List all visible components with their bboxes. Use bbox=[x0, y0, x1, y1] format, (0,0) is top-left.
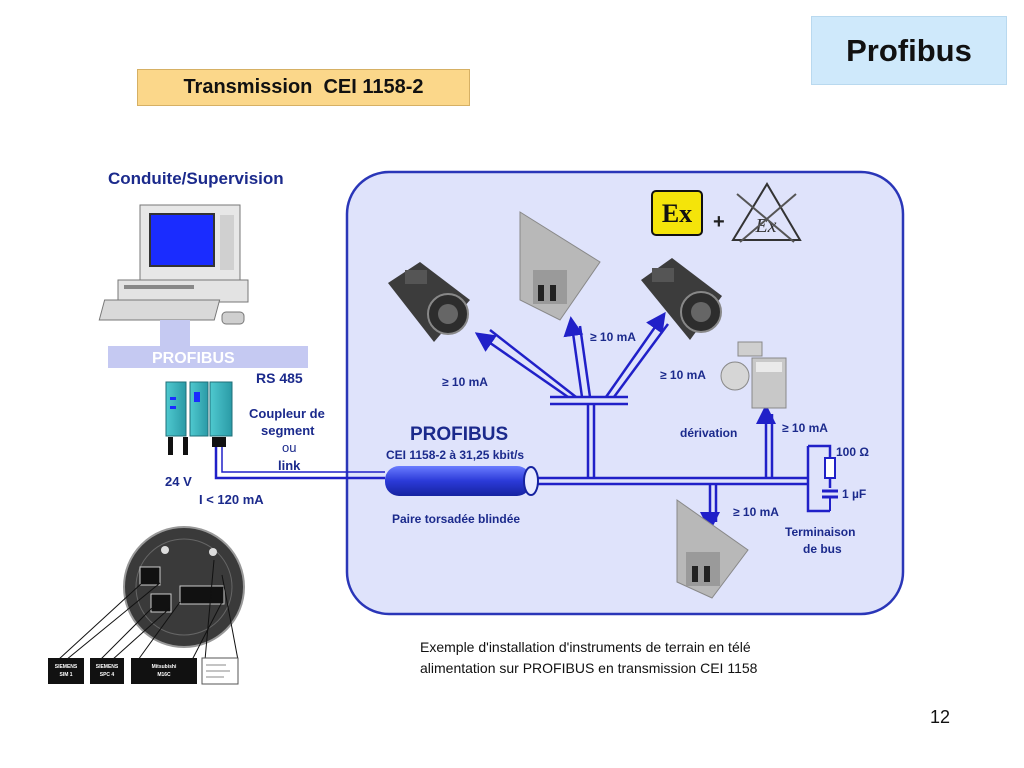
transmitter-icon-top bbox=[519, 211, 601, 321]
coupler-label-line3: ou bbox=[282, 440, 296, 455]
chip-analog-stage-markings bbox=[206, 664, 230, 678]
current-label-1: ≥ 10 mA bbox=[442, 375, 488, 389]
shielded-cable-icon bbox=[385, 466, 539, 496]
ex-symbol-text: Ex bbox=[662, 199, 692, 228]
bus-name-label: PROFIBUS bbox=[410, 424, 508, 445]
termination-label-line2: de bus bbox=[803, 542, 842, 556]
current-label-3: ≥ 10 mA bbox=[660, 368, 706, 382]
chip-spc4-line2: SPC 4 bbox=[100, 672, 115, 678]
chip-leader-lines bbox=[57, 559, 239, 661]
ex-symbol-icon: Ex bbox=[651, 190, 703, 236]
current-limit-label: I < 120 mA bbox=[199, 492, 264, 507]
termination-label-line1: Terminaison bbox=[785, 525, 855, 539]
segment-coupler-icon bbox=[165, 381, 233, 455]
chip-sim1: SIEMENS SIM 1 bbox=[48, 658, 84, 684]
page-number: 12 bbox=[930, 707, 951, 727]
chip-sim1-line1: SIEMENS bbox=[55, 664, 78, 670]
voltage-label: 24 V bbox=[165, 474, 192, 489]
chip-spc4: SIEMENS SPC 4 bbox=[90, 658, 124, 684]
profibus-band bbox=[108, 346, 308, 368]
resistor-icon bbox=[824, 457, 836, 479]
figure-caption: Exemple d'installation d'instruments de … bbox=[420, 639, 758, 676]
current-label-4: ≥ 10 mA bbox=[782, 421, 828, 435]
field-zone bbox=[345, 170, 905, 616]
capacitor-label: 1 µF bbox=[842, 487, 866, 501]
crossed-ex-icon: Ex bbox=[731, 182, 802, 243]
plus-sign: + bbox=[713, 211, 725, 233]
coupler-label-line1: Coupleur de bbox=[249, 406, 325, 421]
chip-spc4-line1: SIEMENS bbox=[96, 664, 119, 670]
resistor-label: 100 Ω bbox=[836, 445, 869, 459]
chip-m16c-line1: Mitsubishi bbox=[152, 664, 177, 670]
profibus-band-label: PROFIBUS bbox=[152, 350, 235, 367]
computer-icon bbox=[98, 204, 249, 325]
slide-title: Profibus bbox=[811, 16, 1007, 85]
current-label-2: ≥ 10 mA bbox=[590, 330, 636, 344]
chip-m16c: Mitsubishi M16C bbox=[131, 658, 197, 684]
transmitter-icon-bottom bbox=[676, 499, 749, 599]
rs485-label: RS 485 bbox=[256, 370, 303, 386]
cable-label: Paire torsadée blindée bbox=[392, 512, 520, 526]
valve-actuator-icon-left bbox=[388, 262, 470, 342]
interface-board-icon bbox=[123, 526, 245, 648]
supervision-label: Conduite/Supervision bbox=[108, 169, 284, 188]
derivation-label: dérivation bbox=[680, 426, 737, 440]
bus-spec-label: CEI 1158-2 à 31,25 kbit/s bbox=[386, 448, 524, 462]
slide-subtitle: Transmission CEI 1158-2 bbox=[137, 69, 470, 106]
bus-lines bbox=[214, 311, 832, 532]
svg-text:Ex: Ex bbox=[754, 215, 776, 237]
chip-m16c-line2: M16C bbox=[157, 672, 171, 678]
valve-actuator-icon-right bbox=[641, 258, 722, 340]
chip-sim1-line2: SIM 1 bbox=[59, 672, 72, 678]
coupler-label-line4: link bbox=[278, 458, 301, 473]
coupler-label-line2: segment bbox=[261, 423, 315, 438]
current-label-5: ≥ 10 mA bbox=[733, 505, 779, 519]
capacitor-icon bbox=[822, 489, 838, 511]
flowmeter-icon bbox=[720, 341, 787, 409]
